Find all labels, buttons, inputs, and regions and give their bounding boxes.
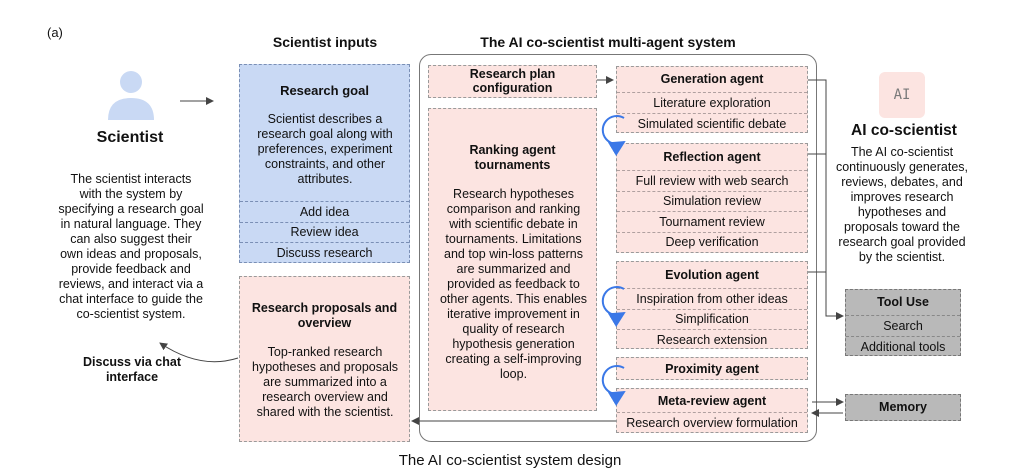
- ai-co-scientist-title: AI co-scientist: [851, 122, 957, 139]
- memory-title: Memory: [879, 400, 927, 414]
- ranking-agent-description: Research hypotheses comparison and ranki…: [439, 187, 588, 381]
- figure-label: (a): [47, 25, 63, 40]
- proximity-agent-title: Proximity agent: [665, 362, 759, 376]
- additional-tools-item: Additional tools: [860, 340, 946, 354]
- scientist-avatar-icon: [106, 68, 156, 120]
- scientist-description: The scientist interacts with the system …: [58, 172, 204, 321]
- scientist-title: Scientist: [96, 129, 164, 146]
- research-overview-formulation-item: Research overview formulation: [626, 416, 798, 430]
- research-proposals-description: Top-ranked research hypotheses and propo…: [252, 345, 398, 419]
- tool-use-panel: Tool Use Search Additional tools: [845, 289, 961, 356]
- scientist-inputs-header: Scientist inputs: [272, 34, 378, 50]
- ranking-agent-title: Ranking agent tournaments: [469, 143, 556, 172]
- evolution-agent-panel: Evolution agent Inspiration from other i…: [616, 261, 808, 349]
- simplification-item: Simplification: [675, 312, 749, 326]
- evolution-agent-title: Evolution agent: [665, 268, 759, 282]
- discuss-research-option[interactable]: Discuss research: [276, 246, 373, 260]
- tournament-review-item: Tournament review: [659, 215, 765, 229]
- search-tool-item: Search: [883, 319, 923, 333]
- reflection-agent-title: Reflection agent: [663, 150, 761, 164]
- research-plan-config-box: Research plan configuration: [428, 65, 597, 98]
- add-idea-option[interactable]: Add idea: [299, 205, 350, 219]
- generation-agent-panel: Generation agent Literature exploration …: [616, 66, 808, 133]
- tool-use-title: Tool Use: [877, 295, 929, 309]
- simulation-review-item: Simulation review: [663, 194, 761, 208]
- ai-co-scientist-description: The AI co-scientist continuously generat…: [835, 145, 969, 264]
- generation-agent-title: Generation agent: [660, 72, 764, 86]
- figure-caption: The AI co-scientist system design: [398, 452, 622, 469]
- research-goal-panel: Research goal Scientist describes a rese…: [239, 64, 410, 263]
- system-header: The AI co-scientist multi-agent system: [480, 34, 736, 50]
- ranking-agent-panel: Ranking agent tournaments Research hypot…: [428, 108, 597, 411]
- review-idea-option[interactable]: Review idea: [290, 225, 359, 239]
- ai-icon: AI: [879, 72, 925, 118]
- research-proposals-title: Research proposals and overview: [251, 301, 398, 330]
- research-plan-config-label: Research plan configuration: [469, 67, 556, 95]
- inspiration-item: Inspiration from other ideas: [636, 292, 788, 306]
- discuss-via-chat-label: Discuss via chat interface: [83, 355, 181, 384]
- meta-review-agent-title: Meta-review agent: [657, 394, 767, 408]
- deep-verification-item: Deep verification: [665, 235, 759, 249]
- research-goal-title: Research goal: [280, 83, 369, 98]
- proximity-agent-panel: Proximity agent: [616, 357, 808, 380]
- literature-exploration-item: Literature exploration: [653, 96, 771, 110]
- simulated-debate-item: Simulated scientific debate: [637, 117, 787, 131]
- research-proposals-panel: Research proposals and overview Top-rank…: [239, 276, 410, 442]
- ai-icon-text: AI: [893, 87, 911, 103]
- research-extension-item: Research extension: [656, 333, 768, 347]
- memory-panel: Memory: [845, 394, 961, 421]
- research-goal-description: Scientist describes a research goal alon…: [257, 112, 393, 186]
- reflection-agent-panel: Reflection agent Full review with web se…: [616, 143, 808, 253]
- meta-review-agent-panel: Meta-review agent Research overview form…: [616, 388, 808, 433]
- full-review-item: Full review with web search: [635, 174, 789, 188]
